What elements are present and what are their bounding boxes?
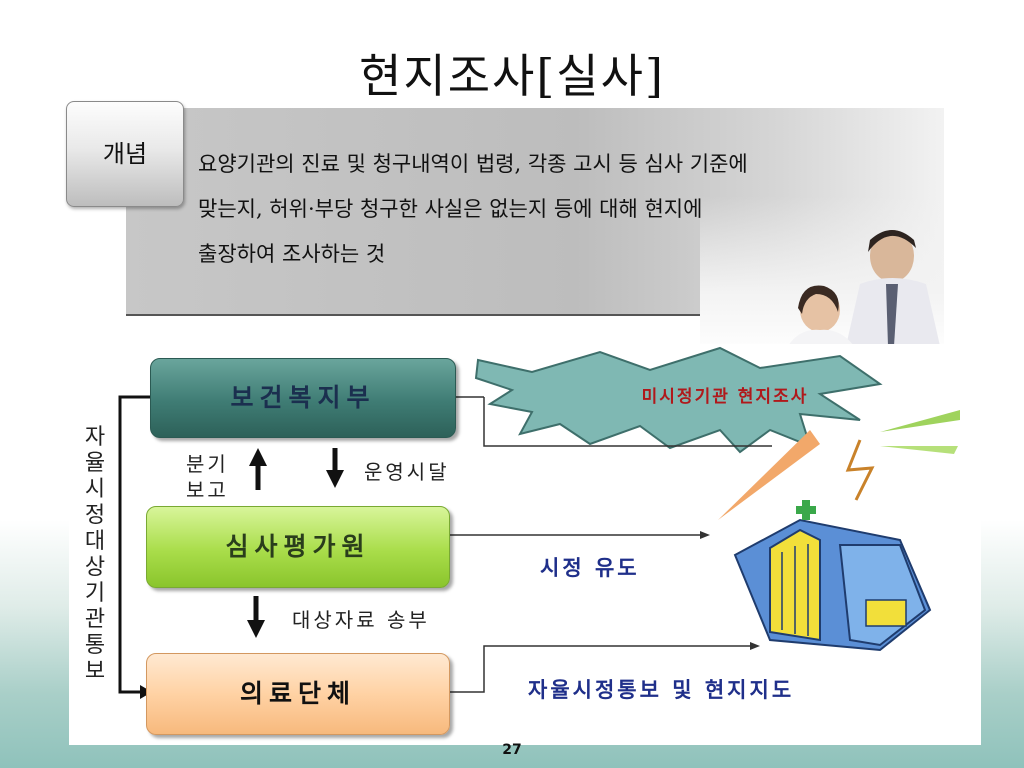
- quarterly-report-arrowhead: [249, 448, 267, 466]
- ray-green-2: [880, 446, 958, 454]
- quarterly-report-label-line1: 분기: [186, 452, 229, 476]
- page-number: 27: [502, 742, 522, 758]
- concept-tab: 개념: [66, 101, 184, 207]
- assoc-to-hospital-line: [448, 645, 750, 693]
- operation-arrowhead: [326, 470, 344, 488]
- induce-correction-label: 시정 유도: [540, 556, 640, 580]
- page-title: 현지조사[실사]: [359, 49, 665, 103]
- starburst-shape: [474, 346, 883, 454]
- lightning-bolt: [845, 439, 875, 501]
- side-label-char: 기: [84, 581, 106, 606]
- side-label-char: 보: [84, 659, 106, 684]
- mohw-to-hospital-line: [483, 397, 772, 447]
- send-target-data-label: 대상자료 송부: [292, 608, 430, 632]
- side-label-char: 대: [84, 529, 106, 554]
- operation-instruction-label: 운영시달: [364, 460, 450, 484]
- concept-tab-label: 개념: [102, 140, 148, 168]
- hira-box: 심사평가원: [146, 506, 450, 588]
- side-label-char: 자: [84, 425, 106, 450]
- send-data-arrowhead: [247, 620, 265, 638]
- hospital-building-icon: [733, 500, 932, 652]
- side-label-char: 상: [84, 555, 106, 580]
- notify-and-guide-label: 자율시정통보 및 현지지도: [528, 678, 795, 702]
- side-connector-line: [118, 395, 150, 694]
- side-label-char: 통: [84, 633, 106, 658]
- assoc-to-hospital-arrowhead: [750, 642, 760, 650]
- mohw-box: 보건복지부: [150, 358, 456, 438]
- side-label-char: 시: [84, 477, 106, 502]
- medical-association-box: 의료단체: [146, 653, 450, 735]
- self-correction-notice-label: 자 율 시 정 대 상 기 관 통 보: [80, 425, 110, 685]
- concept-text-line-1: 요양기관의 진료 및 청구내역이 법령, 각종 고시 등 심사 기준에: [198, 152, 748, 176]
- concept-text-line-2: 맞는지, 허위·부당 청구한 사실은 없는지 등에 대해 현지에: [198, 197, 703, 221]
- side-label-char: 율: [84, 451, 106, 476]
- hira-to-hospital-arrowhead: [700, 531, 710, 539]
- business-people-image: [788, 230, 940, 346]
- quarterly-report-label-line2: 보고: [186, 478, 229, 502]
- on-site-inspection-label: 미시정기관 현지조사: [641, 387, 809, 407]
- concept-text-line-3: 출장하여 조사하는 것: [198, 242, 386, 266]
- side-label-char: 관: [84, 607, 106, 632]
- side-label-char: 정: [84, 503, 106, 528]
- concept-text: 요양기관의 진료 및 청구내역이 법령, 각종 고시 등 심사 기준에 맞는지,…: [198, 142, 918, 277]
- ray-orange: [718, 430, 820, 520]
- ray-green-1: [880, 410, 960, 432]
